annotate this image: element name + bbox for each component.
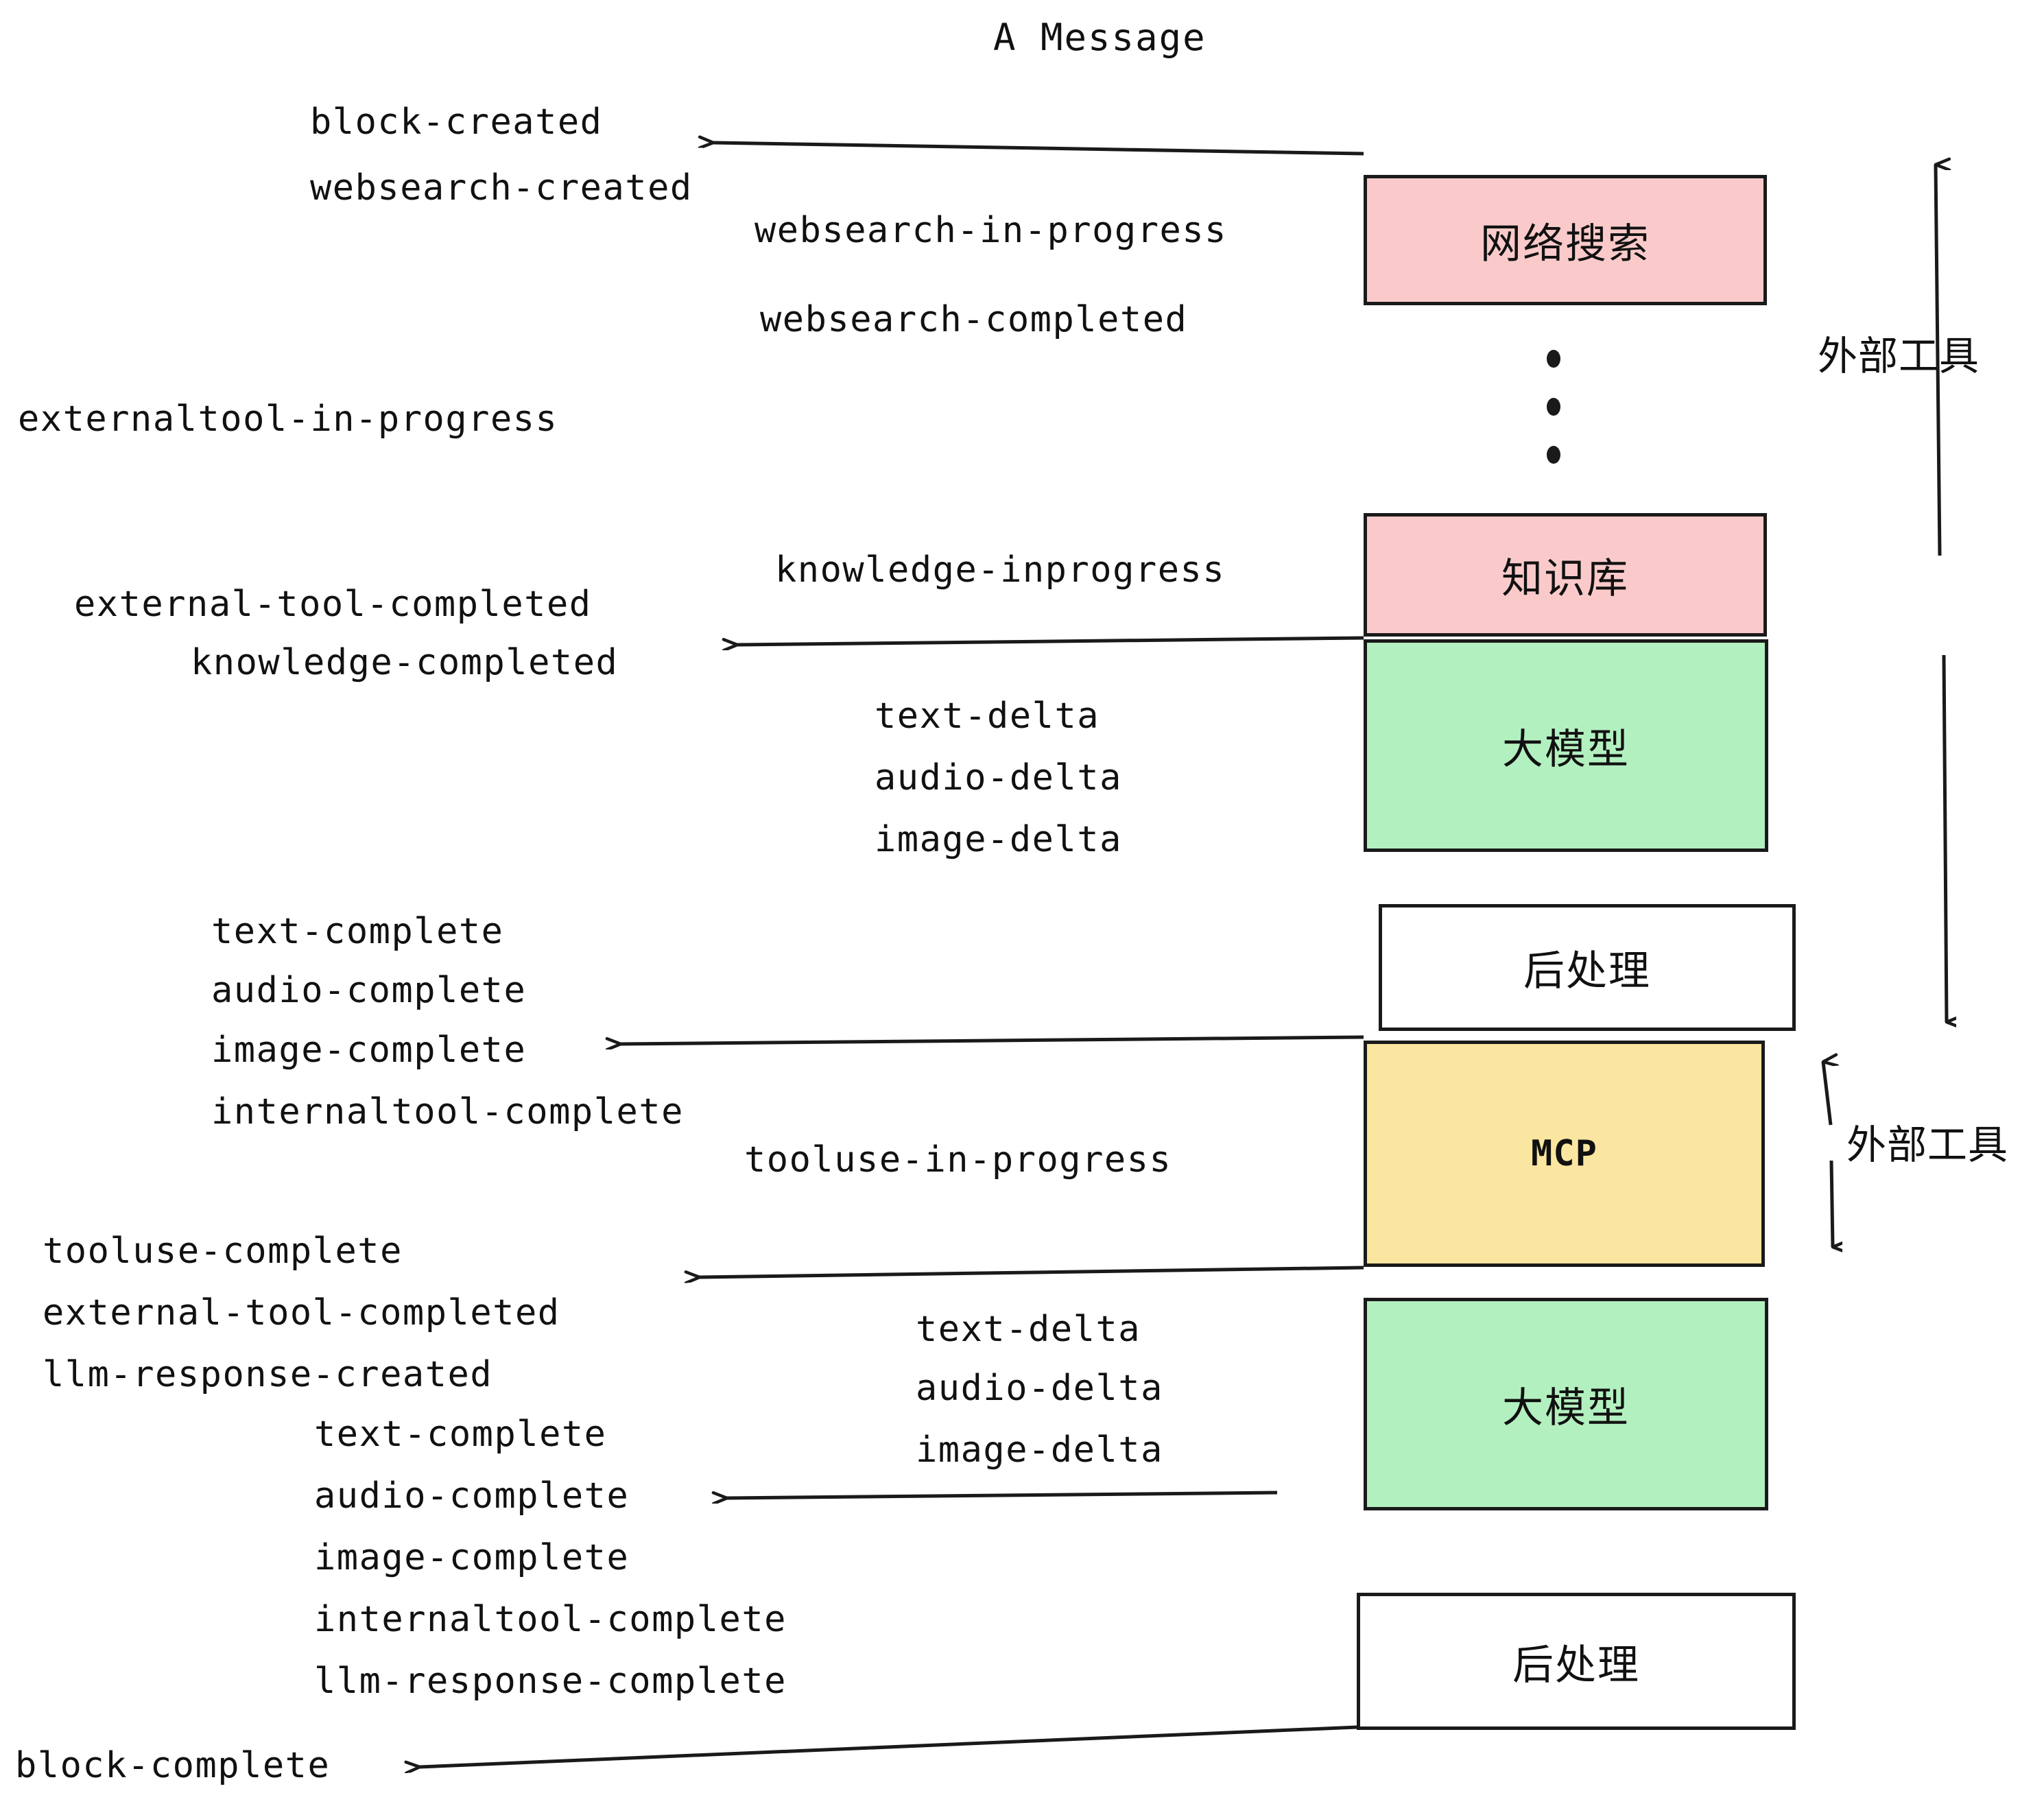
event-text-delta-1: text-delta [875,696,1100,737]
node-llm-bottom-label: 大模型 [1502,1384,1630,1432]
event-knowledge-completed: knowledge-completed [191,642,619,683]
arrow-mcp-to-tooluse-complete [700,1266,1364,1277]
node-llm-top-label: 大模型 [1502,725,1630,774]
event-external-tool-completed-2: external-tool-completed [43,1292,560,1333]
arrow-postprocess-bottom-to-block-complete [420,1725,1357,1767]
event-externaltool-in-progress: externaltool-in-progress [18,399,558,440]
event-llm-response-complete: llm-response-complete [314,1661,787,1702]
node-llm-top[interactable]: 大模型 [1364,639,1768,852]
event-image-delta-2: image-delta [916,1429,1163,1471]
event-image-complete-1: image-complete [211,1030,527,1071]
node-mcp[interactable]: MCP [1364,1041,1765,1267]
event-tooluse-in-progress: tooluse-in-progress [744,1139,1172,1180]
external-tools-arrow-bottom-up [1821,1062,1831,1126]
node-postprocess-bottom[interactable]: 后处理 [1357,1593,1796,1730]
arrow-knowledge-to-knowledge-completed [737,636,1364,645]
node-mcp-label: MCP [1531,1133,1597,1174]
node-postprocess-bottom-label: 后处理 [1512,1641,1640,1689]
event-websearch-created: websearch-created [310,167,693,209]
event-audio-delta-2: audio-delta [916,1368,1163,1409]
node-websearch-label: 网络搜索 [1480,219,1650,268]
node-postprocess-top-label: 后处理 [1523,947,1651,995]
node-knowledge-label: 知识库 [1501,554,1629,603]
diagram-title: A Message [993,16,1207,59]
event-block-created: block-created [310,102,603,143]
event-text-complete-2: text-complete [314,1414,607,1455]
external-tools-arrow-top-down [1942,654,1947,1022]
ellipsis-dot-2 [1547,398,1560,416]
event-image-complete-2: image-complete [314,1537,630,1578]
external-tools-arrow-bottom-down [1829,1160,1833,1247]
side-label-external-tools-top: 外部工具 [1818,333,1980,379]
event-tooluse-complete: tooluse-complete [43,1231,403,1272]
node-websearch[interactable]: 网络搜索 [1364,175,1767,305]
event-text-complete-1: text-complete [211,911,504,952]
event-internaltool-complete-1: internaltool-complete [211,1091,684,1132]
node-knowledge[interactable]: 知识库 [1364,513,1767,637]
event-knowledge-inprogress: knowledge-inprogress [775,549,1226,591]
event-websearch-in-progress: websearch-in-progress [754,210,1227,251]
event-external-tool-completed-1: external-tool-completed [74,584,592,625]
event-audio-complete-1: audio-complete [211,970,527,1011]
event-audio-delta-1: audio-delta [875,757,1122,798]
event-text-delta-2: text-delta [916,1309,1141,1350]
node-llm-bottom[interactable]: 大模型 [1364,1298,1768,1510]
event-image-delta-1: image-delta [875,819,1122,860]
event-internaltool-complete-2: internaltool-complete [314,1599,787,1640]
event-block-complete: block-complete [15,1745,331,1786]
ellipsis-dot-3 [1547,446,1560,464]
arrow-llm-bottom-to-audio-complete [727,1491,1278,1498]
node-postprocess-top[interactable]: 后处理 [1379,904,1796,1031]
side-label-external-tools-bottom: 外部工具 [1846,1121,2009,1168]
ellipsis-dot-1 [1547,350,1560,368]
arrow-postprocess-to-image-complete [621,1035,1364,1044]
arrow-websearch-to-block-created [713,143,1364,156]
event-audio-complete-2: audio-complete [314,1475,630,1517]
event-websearch-completed: websearch-completed [760,299,1188,340]
event-llm-response-created: llm-response-created [43,1354,493,1395]
